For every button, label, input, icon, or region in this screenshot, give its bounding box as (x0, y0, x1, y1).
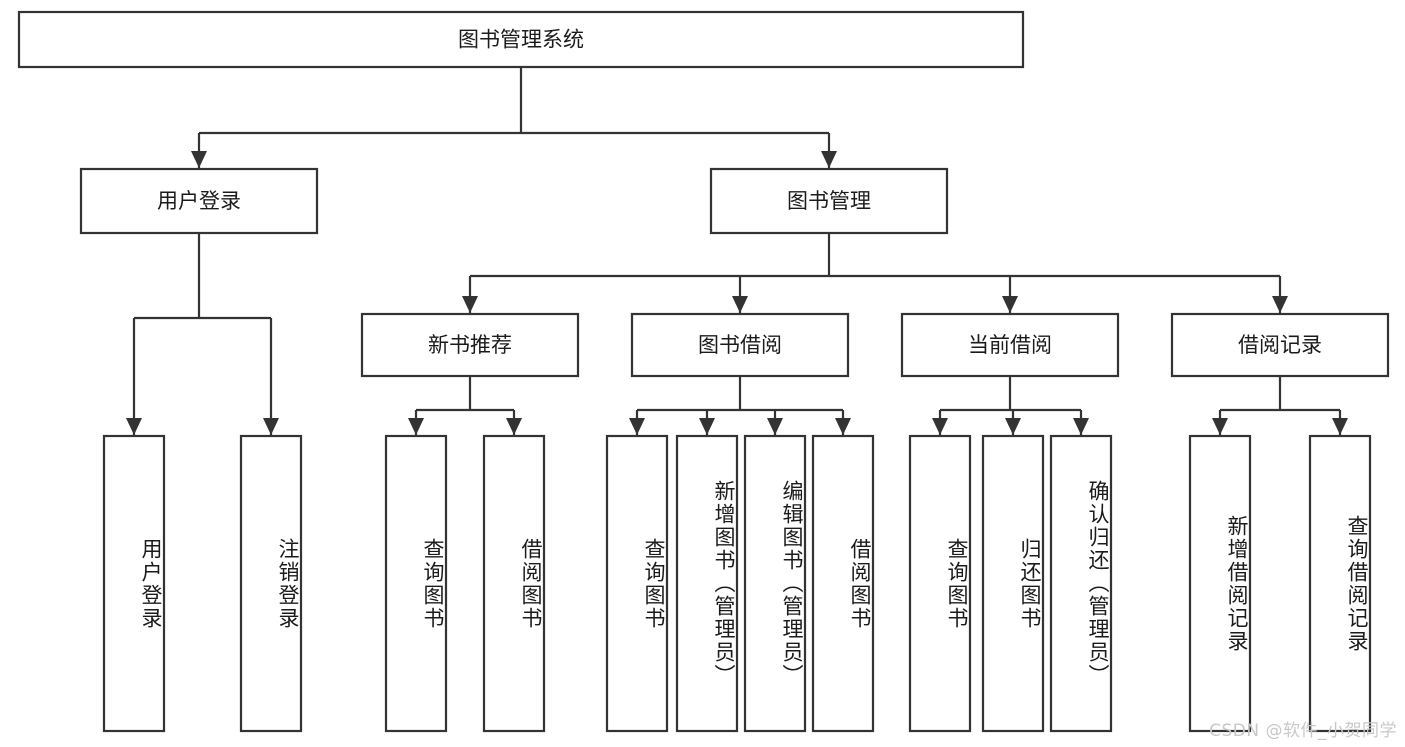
arrow-head-record-0 (1212, 418, 1228, 435)
connector-layer (126, 67, 1348, 435)
level2-box-图书管理-1[interactable] (709, 167, 949, 235)
leaf-box-新增图书管理员-5[interactable] (675, 434, 739, 733)
level3-label-当前借阅-2: 当前借阅 (968, 333, 1052, 357)
arrow-head-borrow-2 (767, 418, 783, 435)
leaf-box-注销登录-1[interactable] (239, 434, 303, 733)
leaf-box-用户登录-0[interactable] (102, 434, 166, 733)
leaf-box-查询图书-4[interactable] (605, 434, 669, 733)
root-box-图书管理系统[interactable] (17, 10, 1025, 69)
leaf-box-查询借阅记录-12[interactable] (1308, 434, 1372, 733)
arrow-head-user-login-0 (126, 418, 142, 435)
arrow-head-book-manage-1 (732, 296, 748, 313)
arrow-head-new-book-1 (506, 418, 522, 435)
level2-box-用户登录-0[interactable] (79, 167, 319, 235)
leaf-box-借阅图书-7[interactable] (811, 434, 875, 733)
level3-box-新书推荐-0[interactable] (360, 312, 580, 378)
arrow-head-book-manage-3 (1272, 296, 1288, 313)
arrow-head-borrow-0 (629, 418, 645, 435)
level3-box-借阅记录-3[interactable] (1170, 312, 1390, 378)
arrow-head-book-manage-0 (462, 296, 478, 313)
leaf-box-确认归还管理员-10[interactable] (1049, 434, 1113, 733)
arrow-head-book-manage-2 (1002, 296, 1018, 313)
leaf-box-查询图书-8[interactable] (908, 434, 972, 733)
arrow-head-borrow-1 (699, 418, 715, 435)
leaf-box-查询图书-2[interactable] (384, 434, 448, 733)
arrow-head-new-book-0 (408, 418, 424, 435)
arrow-head-root-1 (821, 151, 837, 168)
level3-label-借阅记录-3: 借阅记录 (1238, 333, 1322, 357)
leaf-box-编辑图书管理员-6[interactable] (743, 434, 807, 733)
arrow-head-record-1 (1332, 418, 1348, 435)
arrow-head-borrow-3 (835, 418, 851, 435)
leaf-box-归还图书-9[interactable] (981, 434, 1045, 733)
arrow-head-current-0 (932, 418, 948, 435)
level3-box-图书借阅-1[interactable] (630, 312, 850, 378)
arrow-head-root-0 (191, 151, 207, 168)
level3-box-当前借阅-2[interactable] (900, 312, 1120, 378)
leaf-box-新增借阅记录-11[interactable] (1188, 434, 1252, 733)
level3-label-图书借阅-1: 图书借阅 (698, 333, 782, 357)
arrow-head-user-login-1 (263, 418, 279, 435)
level3-label-新书推荐-0: 新书推荐 (428, 333, 512, 357)
root-label-图书管理系统: 图书管理系统 (458, 28, 584, 52)
level2-label-用户登录-0: 用户登录 (157, 189, 241, 213)
leaf-box-借阅图书-3[interactable] (482, 434, 546, 733)
level2-label-图书管理-1: 图书管理 (787, 189, 871, 213)
arrow-head-current-2 (1073, 418, 1089, 435)
arrow-head-current-1 (1005, 418, 1021, 435)
